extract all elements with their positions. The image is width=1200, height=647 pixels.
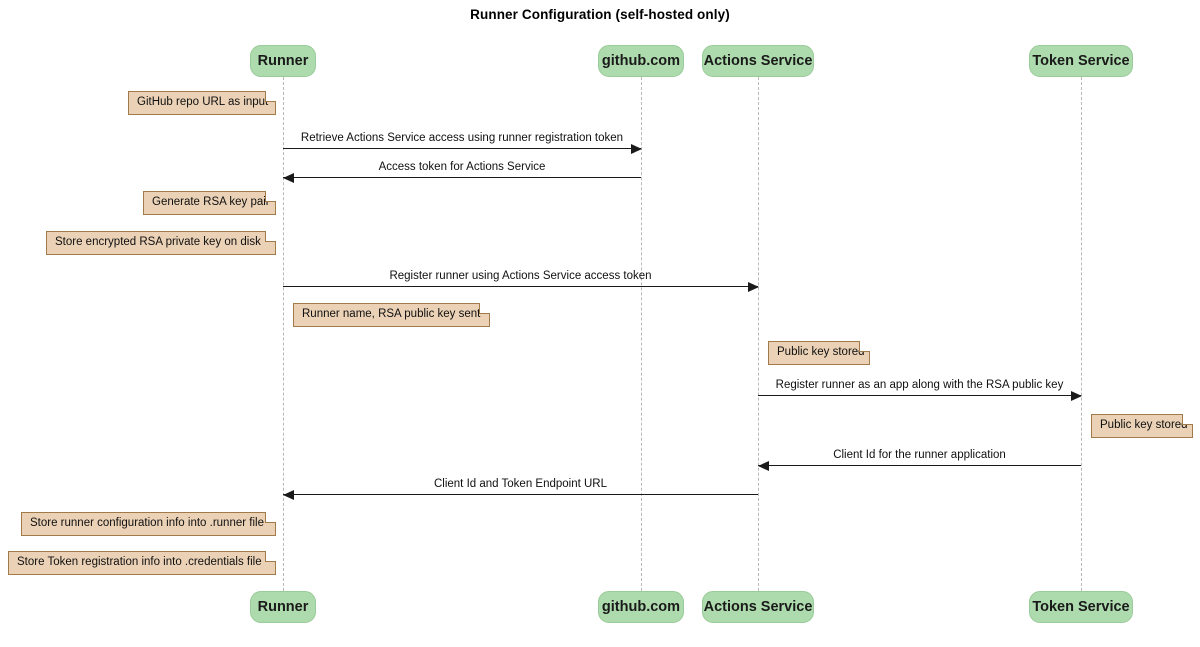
note-n2: Generate RSA key pair (143, 191, 276, 215)
arrowhead-right-icon (631, 144, 642, 154)
message-line-m5 (758, 465, 1081, 466)
note-n4: Runner name, RSA public key sent (293, 303, 490, 327)
arrowhead-left-icon (283, 490, 294, 500)
message-label-m4: Register runner as an app along with the… (775, 379, 1064, 391)
participant-label: Token Service (1032, 53, 1130, 69)
note-n3: Store encrypted RSA private key on disk (46, 231, 276, 255)
lifeline-actions (758, 77, 759, 591)
note-label: Runner name, RSA public key sent (302, 308, 481, 321)
note-n7: Store runner configuration info into .ru… (21, 512, 276, 536)
lifeline-token (1081, 77, 1082, 591)
note-label: Public key stored (777, 346, 865, 359)
participant-label: Runner (257, 599, 309, 615)
note-label: Generate RSA key pair (152, 196, 270, 209)
participant-runner-top[interactable]: Runner (250, 45, 316, 77)
note-label: Public key stored (1100, 419, 1188, 432)
message-line-m1 (283, 148, 641, 149)
note-folded-corner-icon (479, 303, 490, 314)
participant-label: Actions Service (703, 599, 813, 615)
note-folded-corner-icon (265, 231, 276, 242)
participant-actions-bottom[interactable]: Actions Service (702, 591, 814, 623)
participant-label: Runner (257, 53, 309, 69)
note-label: Store runner configuration info into .ru… (30, 517, 264, 530)
note-folded-corner-icon (265, 91, 276, 102)
message-label-m3: Register runner using Actions Service ac… (389, 270, 652, 282)
arrowhead-right-icon (748, 282, 759, 292)
arrowhead-left-icon (283, 173, 294, 183)
participant-label: github.com (601, 53, 681, 69)
note-folded-corner-icon (265, 191, 276, 202)
note-folded-corner-icon (1182, 414, 1193, 425)
lifeline-runner (283, 77, 284, 591)
participant-actions-top[interactable]: Actions Service (702, 45, 814, 77)
message-label-m2: Access token for Actions Service (378, 161, 546, 173)
participant-github-top[interactable]: github.com (598, 45, 684, 77)
note-n6: Public key stored (1091, 414, 1193, 438)
message-label-m5: Client Id for the runner application (833, 449, 1006, 461)
note-label: Store encrypted RSA private key on disk (55, 236, 261, 249)
message-line-m2 (283, 177, 641, 178)
message-line-m3 (283, 286, 758, 287)
participant-label: Token Service (1032, 599, 1130, 615)
note-n5: Public key stored (768, 341, 870, 365)
participant-label: github.com (601, 599, 681, 615)
message-line-m4 (758, 395, 1081, 396)
message-label-m6: Client Id and Token Endpoint URL (433, 478, 608, 490)
note-label: GitHub repo URL as input (137, 96, 269, 109)
note-n1: GitHub repo URL as input (128, 91, 276, 115)
message-label-m1: Retrieve Actions Service access using ru… (300, 132, 624, 144)
arrowhead-right-icon (1071, 391, 1082, 401)
message-line-m6 (283, 494, 758, 495)
note-folded-corner-icon (265, 512, 276, 523)
note-folded-corner-icon (265, 551, 276, 562)
note-label: Store Token registration info into .cred… (17, 556, 262, 569)
participant-token-top[interactable]: Token Service (1029, 45, 1133, 77)
participant-token-bottom[interactable]: Token Service (1029, 591, 1133, 623)
page-title: Runner Configuration (self-hosted only) (470, 7, 730, 22)
participant-runner-bottom[interactable]: Runner (250, 591, 316, 623)
participant-github-bottom[interactable]: github.com (598, 591, 684, 623)
note-n8: Store Token registration info into .cred… (8, 551, 276, 575)
participant-label: Actions Service (703, 53, 813, 69)
note-folded-corner-icon (859, 341, 870, 352)
arrowhead-left-icon (758, 461, 769, 471)
lifeline-github (641, 77, 642, 591)
